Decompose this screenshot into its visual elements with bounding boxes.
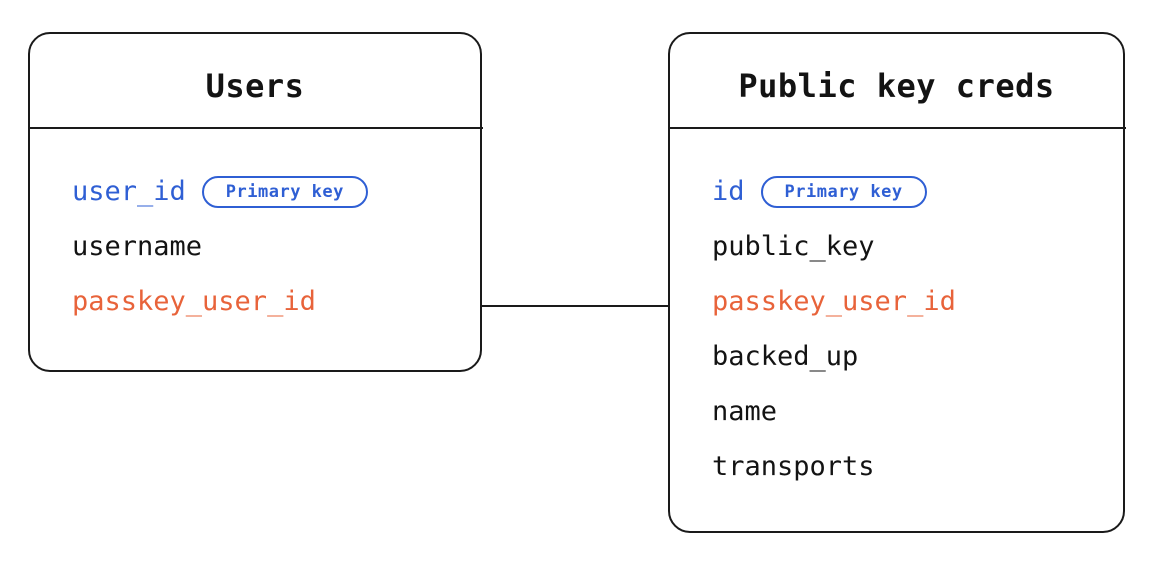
field-name: passkey_user_id	[712, 286, 956, 317]
field-name: user_id	[72, 176, 186, 207]
field-row[interactable]: name	[670, 384, 1123, 439]
field-row[interactable]: passkey_user_id	[30, 274, 480, 329]
entity-field-list-users: user_id Primary key username passkey_use…	[30, 164, 480, 329]
entity-header-divider	[667, 127, 1126, 129]
field-row[interactable]: backed_up	[670, 329, 1123, 384]
field-row[interactable]: passkey_user_id	[670, 274, 1123, 329]
field-name: username	[72, 231, 203, 262]
field-name: id	[712, 176, 745, 207]
field-row[interactable]: user_id Primary key	[30, 164, 480, 219]
entity-title-public-key-creds: Public key creds	[738, 67, 1055, 105]
entity-title-users: Users	[205, 67, 305, 105]
field-name: public_key	[712, 231, 875, 262]
field-name: name	[712, 396, 778, 427]
entity-box-users[interactable]: Users user_id Primary key username passk…	[27, 32, 483, 372]
field-row[interactable]: transports	[670, 439, 1123, 494]
entity-box-public-key-creds[interactable]: Public key creds id Primary key public_k…	[667, 32, 1126, 533]
field-row[interactable]: username	[30, 219, 480, 274]
primary-key-badge: Primary key	[760, 175, 927, 208]
primary-key-badge: Primary key	[201, 175, 368, 208]
entity-header-divider	[27, 127, 483, 129]
entity-field-list-public-key-creds: id Primary key public_key passkey_user_i…	[670, 164, 1123, 494]
relationship-line-users-to-pubkeycreds[interactable]	[481, 305, 669, 307]
field-row[interactable]: id Primary key	[670, 164, 1123, 219]
field-name: transports	[712, 451, 875, 482]
field-row[interactable]: public_key	[670, 219, 1123, 274]
field-name: backed_up	[712, 341, 859, 372]
field-name: passkey_user_id	[72, 286, 316, 317]
